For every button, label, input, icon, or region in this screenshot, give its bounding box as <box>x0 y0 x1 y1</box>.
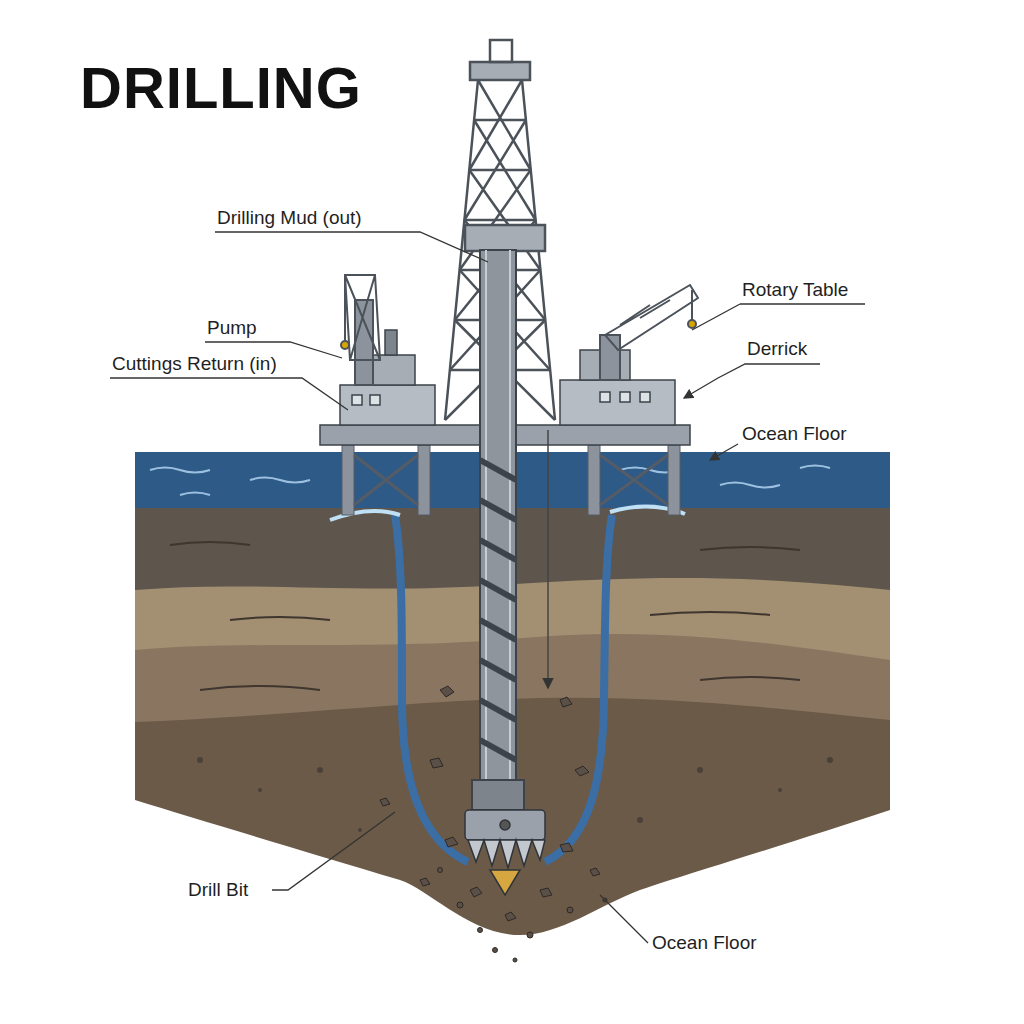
leader-lines <box>110 232 865 943</box>
diagram-title: DRILLING <box>80 56 362 120</box>
part-label: Rotary Table <box>740 279 850 301</box>
drill-bit <box>465 810 545 895</box>
drill-string <box>472 250 548 815</box>
part-label: Drilling Mud (out) <box>215 207 364 229</box>
part-label: Drill Bit <box>186 879 250 901</box>
part-label: Ocean Floor <box>740 423 849 445</box>
part-label: Pump <box>205 317 259 339</box>
rock-cuttings <box>380 686 607 962</box>
part-label: Cuttings Return (in) <box>110 353 279 375</box>
part-label: Derrick <box>745 338 809 360</box>
part-label: Ocean Floor <box>650 932 759 954</box>
